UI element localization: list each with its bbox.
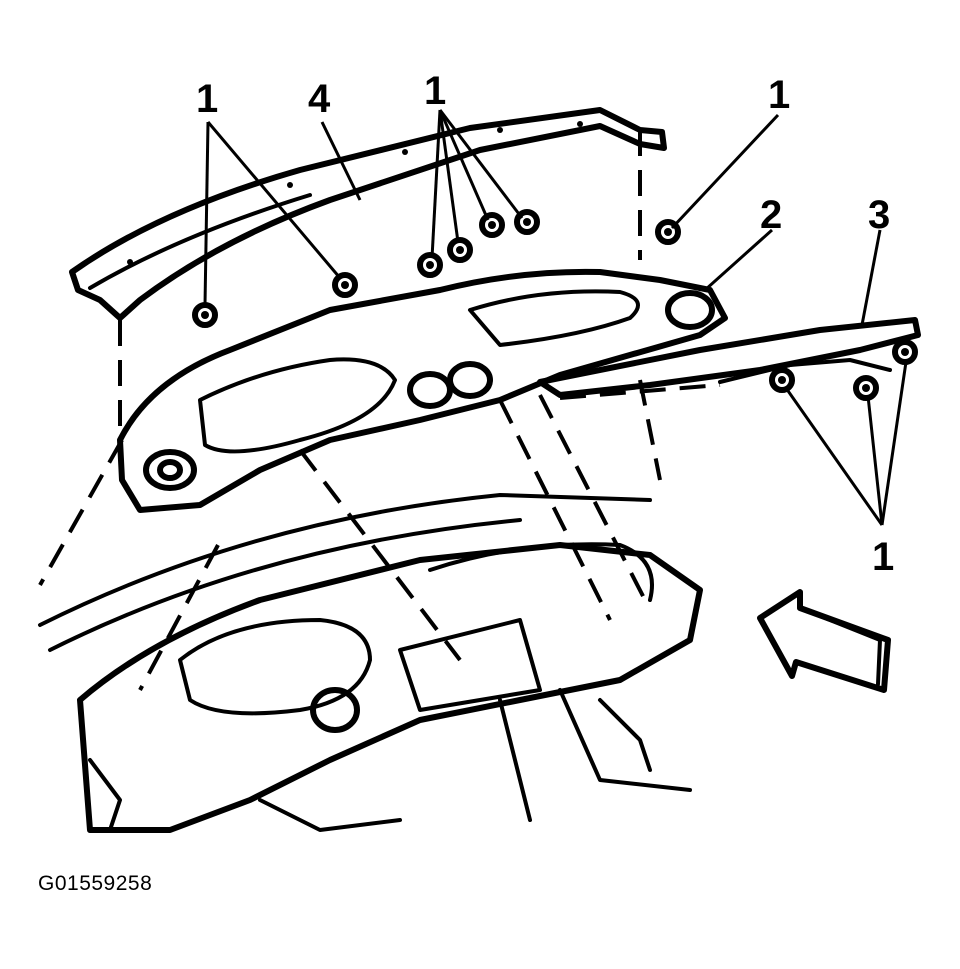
callout-1-center: 1 xyxy=(424,69,446,113)
fastener-icon xyxy=(417,252,443,278)
fastener-icon xyxy=(853,375,879,401)
fastener-icon xyxy=(769,367,795,393)
view-direction-arrow-icon xyxy=(757,589,891,693)
fastener-icon xyxy=(447,237,473,263)
fastener-icon xyxy=(479,212,505,238)
callout-1-right: 1 xyxy=(768,73,790,117)
callout-1-left: 1 xyxy=(196,77,218,121)
fastener-group xyxy=(192,209,918,401)
figure-identifier: G01559258 xyxy=(38,872,153,895)
fastener-icon xyxy=(655,219,681,245)
fastener-icon xyxy=(332,272,358,298)
fastener-icon xyxy=(892,339,918,365)
side-trim-panel-part xyxy=(537,317,921,398)
callout-3: 3 xyxy=(868,193,890,237)
fastener-icon xyxy=(192,302,218,328)
dashboard-assembly xyxy=(38,493,703,833)
alignment-guides xyxy=(38,130,721,691)
callout-1-lower-right: 1 xyxy=(872,535,894,579)
callout-4: 4 xyxy=(308,77,331,121)
leader-lines xyxy=(203,109,908,526)
callout-2: 2 xyxy=(760,193,782,237)
fastener-icon xyxy=(514,209,540,235)
instrument-panel-trim-pad-part xyxy=(117,268,728,513)
